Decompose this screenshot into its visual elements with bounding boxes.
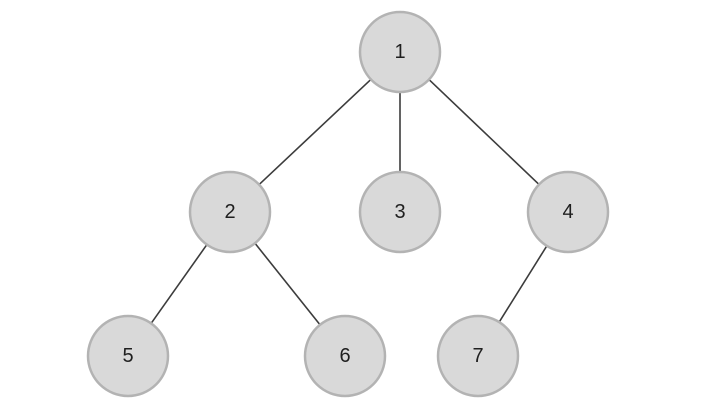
node-circle <box>358 170 442 254</box>
tree-node-4: 4 <box>526 170 610 254</box>
node-label: 5 <box>122 345 133 367</box>
node-label: 2 <box>224 201 235 223</box>
edges-layer <box>150 78 548 326</box>
edge-n2-n6 <box>254 242 321 326</box>
node-circle <box>188 170 272 254</box>
node-label: 6 <box>339 345 350 367</box>
node-circle <box>303 314 387 398</box>
tree-node-3: 3 <box>358 170 442 254</box>
edge-n4-n7 <box>498 245 548 323</box>
node-label: 1 <box>394 41 405 63</box>
tree-node-2: 2 <box>188 170 272 254</box>
node-circle <box>526 170 610 254</box>
node-label: 3 <box>394 201 405 223</box>
node-circle <box>436 314 520 398</box>
edge-n1-n4 <box>428 79 540 185</box>
node-circle <box>86 314 170 398</box>
edge-n2-n5 <box>150 244 208 324</box>
node-label: 4 <box>562 201 573 223</box>
edge-n1-n2 <box>258 78 372 186</box>
tree-node-7: 7 <box>436 314 520 398</box>
node-circle <box>358 10 442 94</box>
nodes-layer: 1 2 3 4 5 6 7 <box>86 10 610 398</box>
node-label: 7 <box>472 345 483 367</box>
tree-node-1: 1 <box>358 10 442 94</box>
tree-node-6: 6 <box>303 314 387 398</box>
tree-node-5: 5 <box>86 314 170 398</box>
